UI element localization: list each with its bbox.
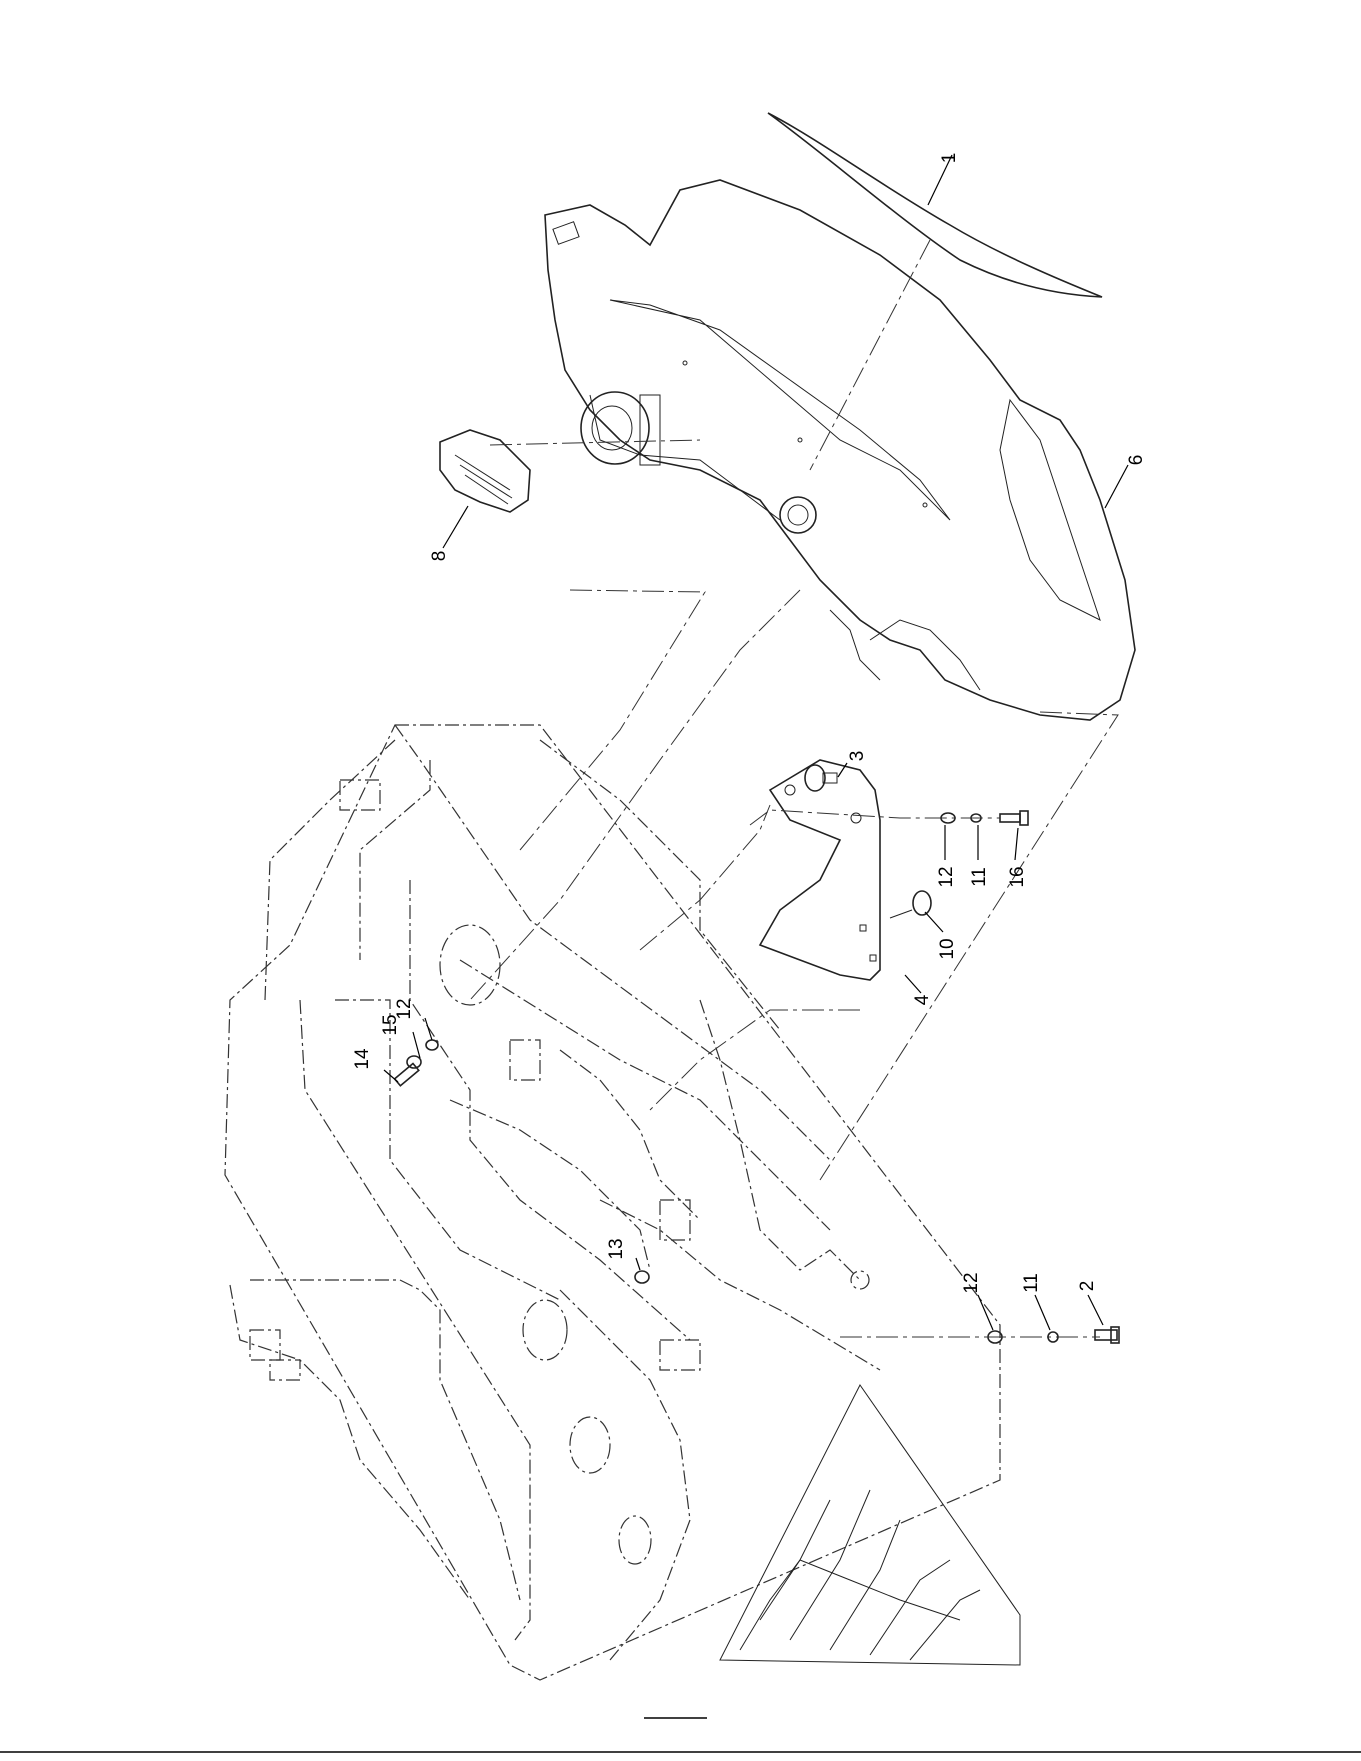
trim-strip-part-1 — [768, 113, 1102, 297]
floor-mat — [720, 1385, 1020, 1665]
callout-16: 16 — [1007, 866, 1028, 887]
chassis-frame — [225, 725, 1000, 1680]
mounting-bracket-part-4 — [760, 760, 880, 980]
callout-10: 10 — [937, 938, 958, 959]
callout-14: 14 — [352, 1048, 373, 1070]
callout-11-lower: 11 — [1021, 1273, 1042, 1293]
callout-11-upper: 11 — [969, 867, 990, 887]
callout-12-left: 12 — [394, 998, 415, 1019]
callout-6: 6 — [1126, 455, 1147, 466]
callout-4: 4 — [912, 994, 933, 1005]
callout-13: 13 — [606, 1238, 627, 1259]
callout-1: 1 — [939, 153, 960, 164]
assembly-center-lines — [470, 240, 1118, 1337]
callout-leaders — [384, 155, 1128, 1330]
callout-8: 8 — [429, 551, 450, 562]
fastener-hardware — [395, 765, 1119, 1343]
callout-labels: 1 6 8 3 12 11 16 10 4 14 15 12 13 12 11 … — [352, 153, 1147, 1294]
callout-12-lower: 12 — [961, 1272, 982, 1293]
callout-2: 2 — [1077, 1281, 1098, 1292]
seat-shroud-part-6 — [545, 180, 1135, 720]
page-footer-rules — [0, 1718, 1361, 1752]
storage-lid-part-8 — [440, 430, 530, 512]
callout-3: 3 — [847, 751, 868, 762]
callout-12-upper: 12 — [936, 866, 957, 887]
